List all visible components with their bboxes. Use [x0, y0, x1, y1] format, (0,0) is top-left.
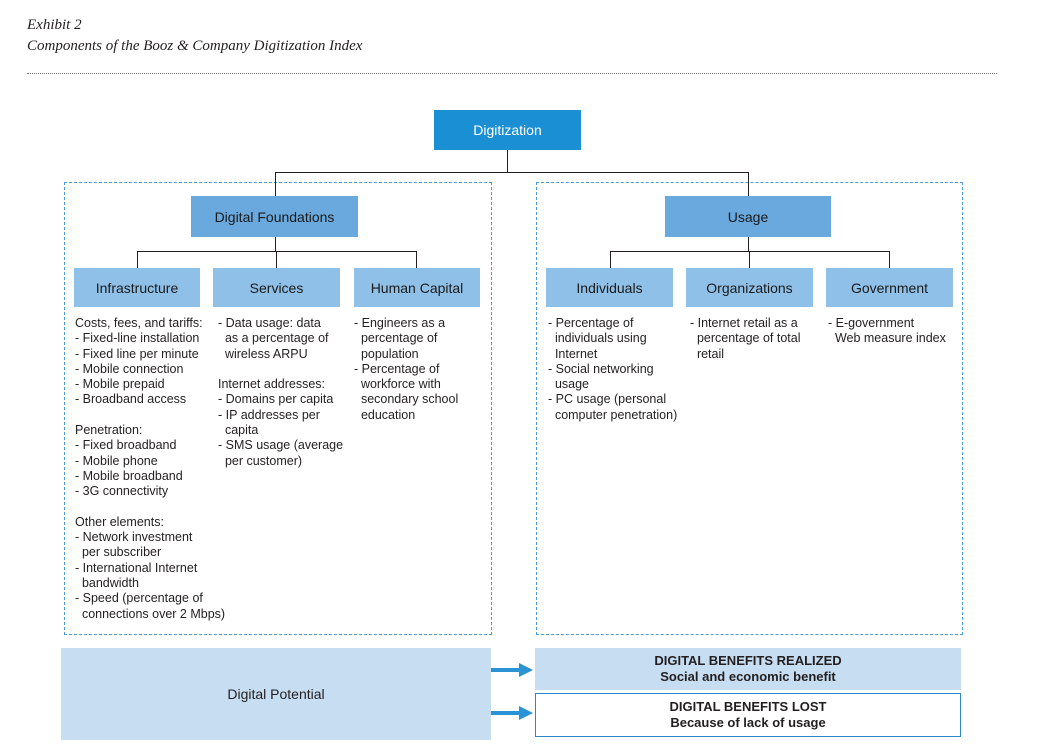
individuals-metrics: - Percentage of individuals using Intern…	[548, 316, 678, 422]
benefits-realized-subtitle: Social and economic benefit	[660, 669, 836, 684]
government-metrics: - E-government Web measure index	[828, 316, 946, 346]
government-box: Government	[826, 268, 953, 307]
exhibit-title: Components of the Booz & Company Digitiz…	[27, 38, 363, 54]
connector-to-individuals	[610, 251, 611, 268]
connector-usage-down	[748, 237, 749, 251]
benefits-realized-title: DIGITAL BENEFITS REALIZED	[654, 653, 842, 668]
digital-potential-box: Digital Potential	[61, 648, 491, 740]
arrow-to-realized	[491, 663, 533, 677]
connector-to-services	[276, 251, 277, 268]
human-capital-metrics: - Engineers as a percentage of populatio…	[354, 316, 459, 422]
human-capital-box: Human Capital	[354, 268, 480, 307]
services-box: Services	[213, 268, 340, 307]
infrastructure-box: Infrastructure	[74, 268, 200, 307]
organizations-metrics: - Internet retail as a percentage of tot…	[690, 316, 801, 361]
individuals-box: Individuals	[546, 268, 673, 307]
connector-foundations-down	[275, 237, 276, 251]
benefits-lost-subtitle: Because of lack of usage	[670, 715, 826, 730]
usage-box: Usage	[665, 196, 831, 237]
benefits-lost-title: DIGITAL BENEFITS LOST	[669, 699, 827, 714]
connector-to-human-capital	[416, 251, 417, 268]
benefits-lost-box: DIGITAL BENEFITS LOST Because of lack of…	[535, 693, 961, 737]
connector-to-government	[889, 251, 890, 268]
connector-usage-horizontal	[610, 251, 890, 252]
connector-to-usage	[748, 172, 749, 196]
usage-region	[536, 182, 963, 635]
arrow-to-lost	[491, 706, 533, 720]
foundations-region	[64, 182, 492, 635]
connector-to-infrastructure	[137, 251, 138, 268]
connector-root-down	[507, 149, 508, 173]
infrastructure-metrics: Costs, fees, and tariffs: - Fixed-line i…	[75, 316, 226, 621]
benefits-realized-box: DIGITAL BENEFITS REALIZED Social and eco…	[535, 648, 961, 690]
connector-root-horizontal	[275, 172, 749, 173]
services-metrics: - Data usage: data as a percentage of wi…	[218, 316, 344, 468]
connector-to-organizations	[749, 251, 750, 268]
organizations-box: Organizations	[686, 268, 813, 307]
digitization-box: Digitization	[434, 110, 581, 150]
connector-to-foundations	[275, 172, 276, 196]
connector-foundations-horizontal	[137, 251, 417, 252]
digital-foundations-box: Digital Foundations	[191, 196, 358, 237]
exhibit-label: Exhibit 2	[27, 17, 82, 33]
header-divider	[27, 73, 997, 74]
